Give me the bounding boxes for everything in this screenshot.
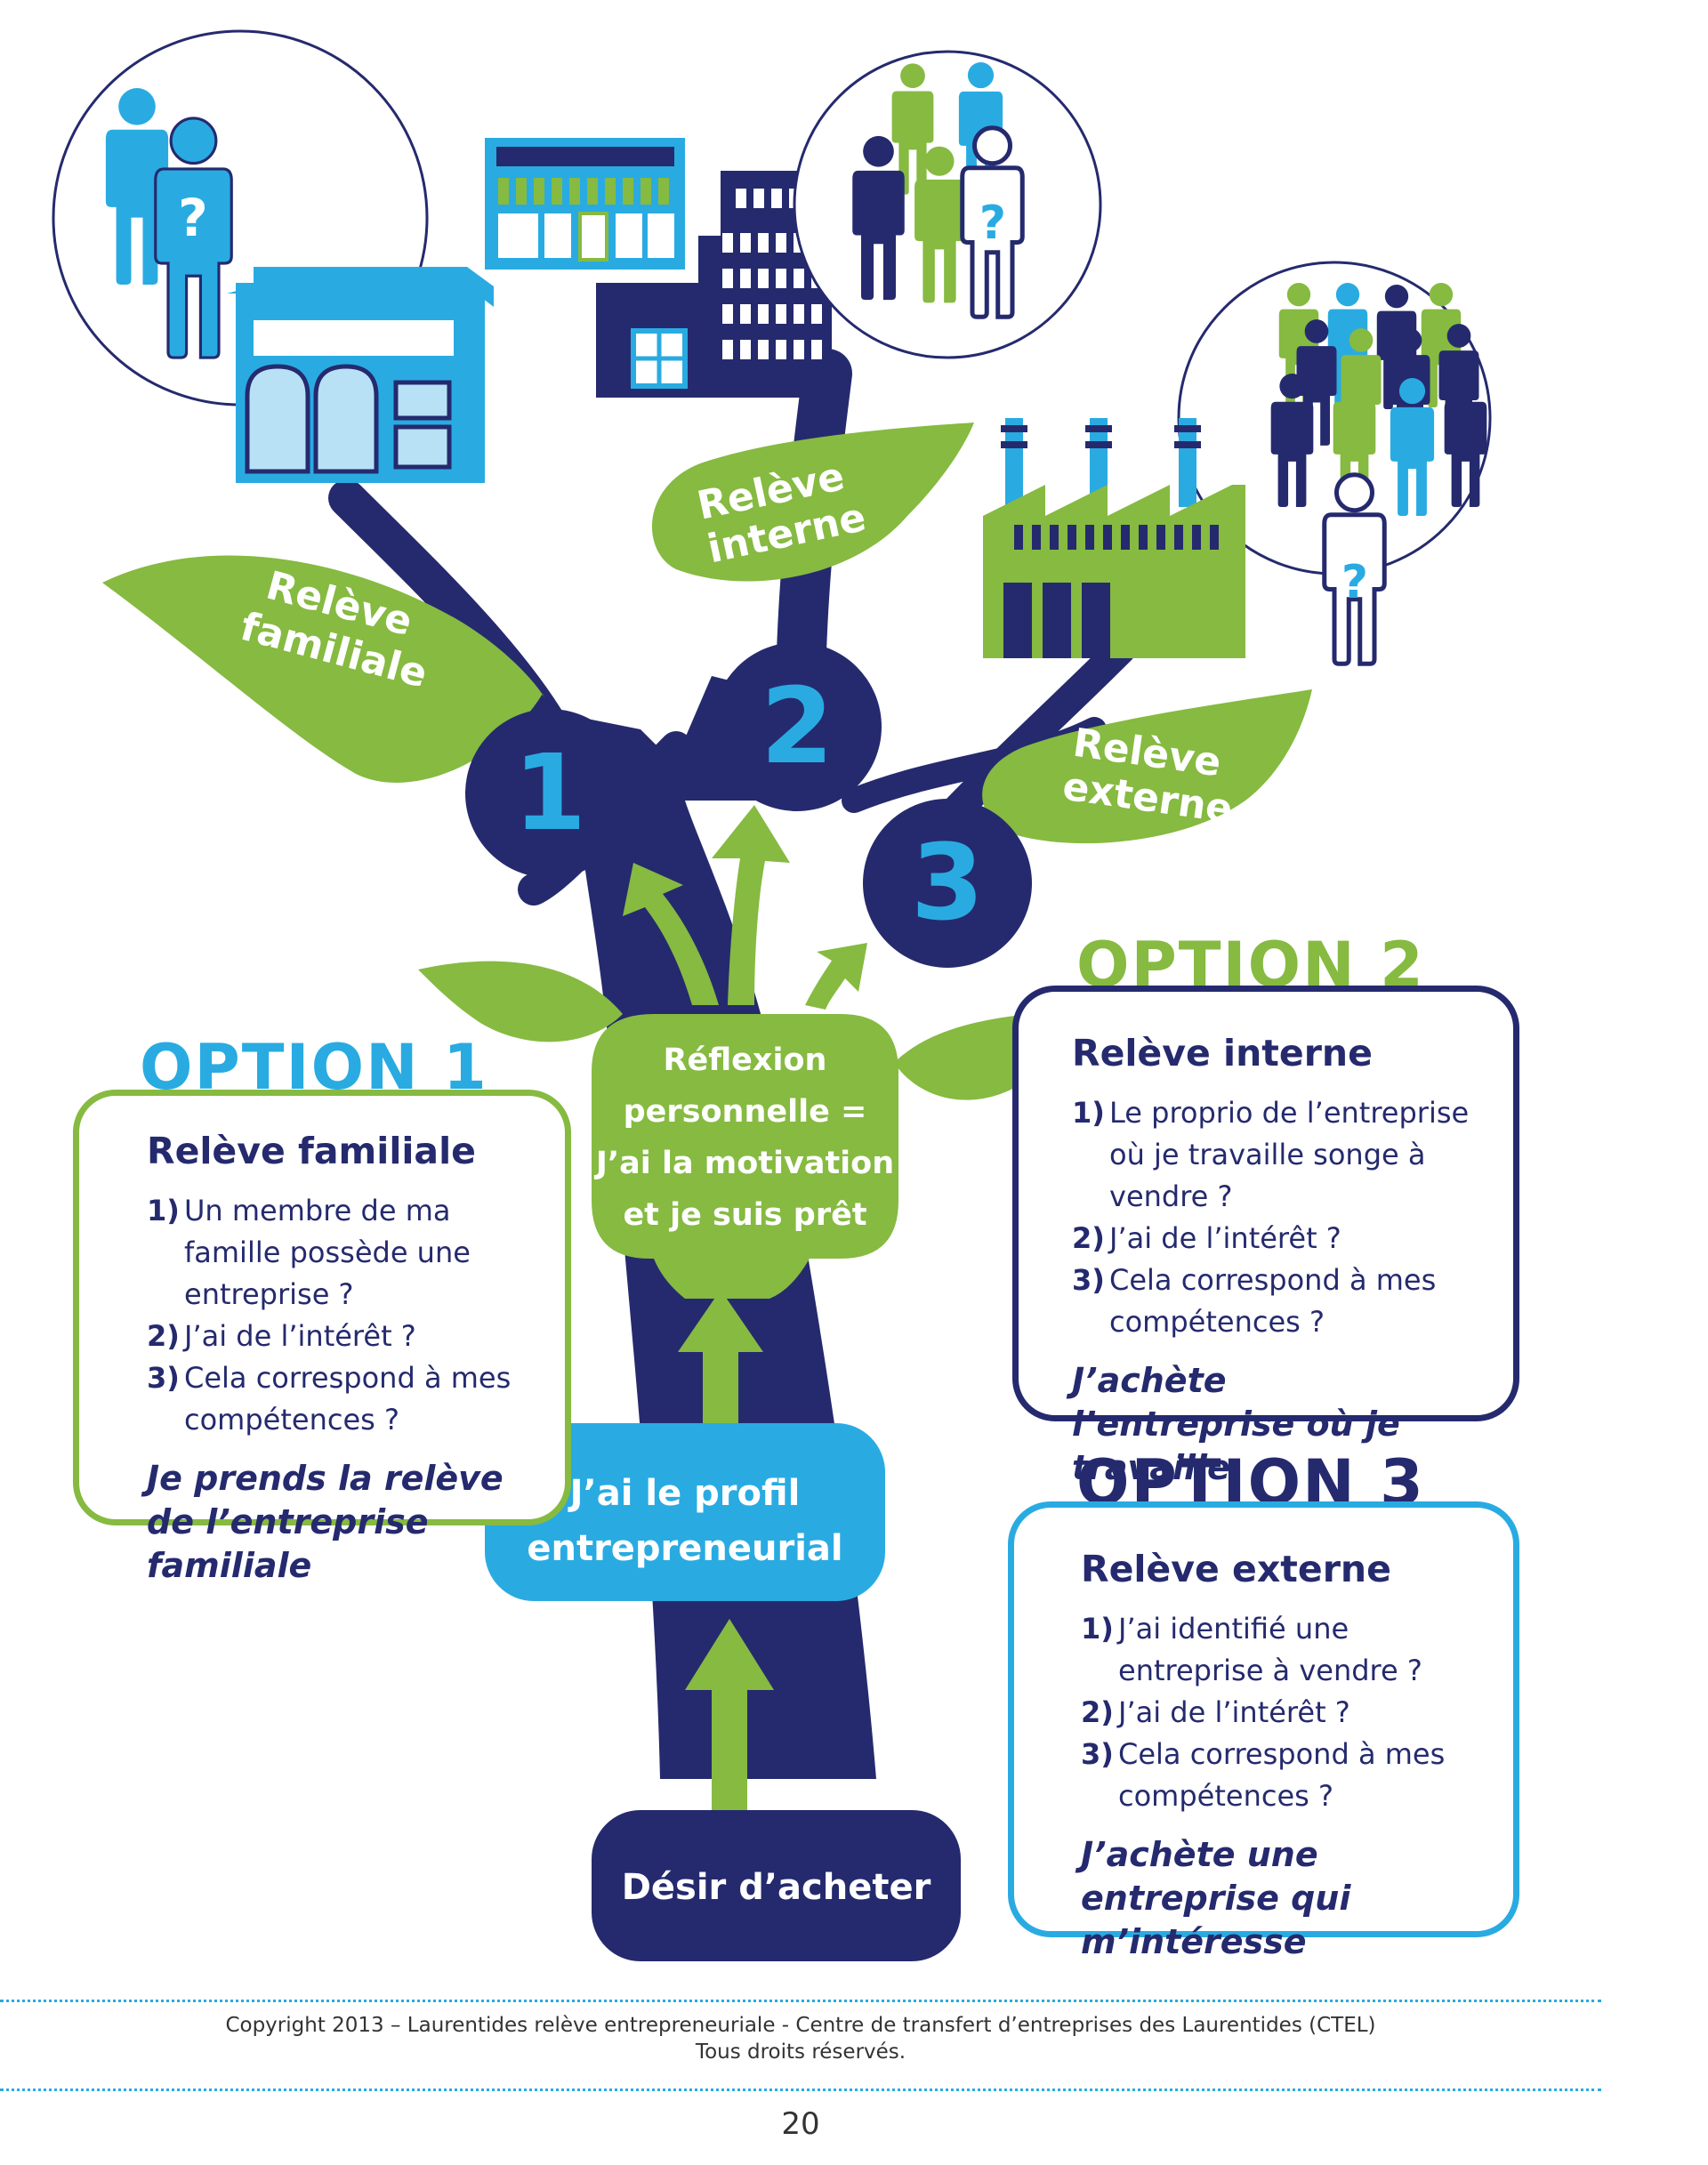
question-mark-icon: ?	[979, 197, 1006, 250]
option-2-box: Relève interne 1)Le proprio de l’entrepr…	[1012, 986, 1519, 1487]
option-1-item-1-num: 1)	[147, 1194, 180, 1227]
footer-copyright: Copyright 2013 – Laurentides relève entr…	[225, 2014, 1376, 2037]
reflexion-text: Réflexion personnelle = J’ai la motivati…	[592, 1034, 898, 1241]
option-2-item-2-text: J’ai de l’intérêt ?	[1109, 1221, 1341, 1255]
option-3-item-3: 3)Cela correspond à mes compétences ?	[1081, 1734, 1463, 1817]
option-1-item-1-text: Un membre de ma famille possède une entr…	[184, 1194, 471, 1311]
profil-text: J’ai le profil entrepreneurial	[485, 1466, 885, 1576]
option-3-item-1-text: J’ai identifié une entreprise à vendre ?	[1118, 1612, 1422, 1687]
option-3-box: Relève externe 1)J’ai identifié une entr…	[1008, 1501, 1519, 1961]
option-2-subtitle: Relève interne	[1072, 1032, 1373, 1074]
number-circle-3: 3	[863, 799, 1032, 968]
option-1-item-3: 3)Cela correspond à mes compétences ?	[147, 1357, 538, 1441]
leaf-interne: Relève interne	[651, 423, 974, 582]
number-circle-2: 2	[713, 642, 882, 811]
footer-rights: Tous droits réservés.	[695, 2040, 906, 2064]
leaf-externe: Relève externe	[982, 689, 1312, 844]
desir-node	[592, 1810, 961, 1961]
option-2-item-2: 2)J’ai de l’intérêt ?	[1072, 1218, 1490, 1260]
reflexion-line-2: personnelle =	[623, 1094, 867, 1130]
option-3-item-3-num: 3)	[1081, 1737, 1114, 1771]
option-3-conclusion: J’achète une entreprise qui m’intéresse	[1081, 1835, 1351, 1961]
option-3-item-2-num: 2)	[1081, 1695, 1114, 1729]
option-1-item-1: 1)Un membre de ma famille possède une en…	[147, 1190, 538, 1316]
option-1-item-3-num: 3)	[147, 1361, 180, 1395]
option-1-item-2: 2)J’ai de l’intérêt ?	[147, 1316, 538, 1357]
option-1-item-3-text: Cela correspond à mes compétences ?	[184, 1361, 512, 1437]
option-2-item-3-text: Cela correspond à mes compétences ?	[1109, 1263, 1437, 1339]
option-1-title: OPTION 1	[140, 1031, 488, 1104]
option-1-conclusion: Je prends la relève de l’entreprise fami…	[147, 1459, 504, 1585]
option-3-item-1: 1)J’ai identifié une entreprise à vendre…	[1081, 1608, 1463, 1692]
question-mark-icon: ?	[178, 188, 208, 248]
profil-node	[485, 1423, 885, 1601]
store-building	[485, 138, 685, 270]
option-2-item-1-text: Le proprio de l’entreprise où je travail…	[1109, 1096, 1470, 1213]
question-mark-icon: ?	[1341, 556, 1368, 609]
option-2-item-1: 1)Le proprio de l’entreprise où je trava…	[1072, 1092, 1490, 1218]
desir-text: Désir d’acheter	[621, 1867, 931, 1908]
option-2-item-2-num: 2)	[1072, 1221, 1105, 1255]
option-2-conclusion: J’achète l’entreprise où je travaille	[1072, 1361, 1400, 1487]
number-circle-1: 1	[465, 709, 634, 878]
option-3-item-2: 2)J’ai de l’intérêt ?	[1081, 1692, 1463, 1734]
option-2-item-3: 3)Cela correspond à mes compétences ?	[1072, 1260, 1490, 1343]
leaf-left-small	[418, 961, 623, 1042]
option-2-item-1-num: 1)	[1072, 1096, 1105, 1130]
growth-arrows	[623, 805, 867, 1837]
option-1-item-2-num: 2)	[147, 1319, 180, 1353]
page-number: 20	[781, 2106, 820, 2142]
profil-line-1: J’ai le profil	[569, 1473, 801, 1514]
option-3-item-1-num: 1)	[1081, 1612, 1114, 1646]
option-1-item-2-text: J’ai de l’intérêt ?	[184, 1319, 416, 1353]
number-3: 3	[911, 821, 984, 944]
footer-divider-bottom	[0, 2089, 1601, 2091]
option-1-subtitle: Relève familiale	[147, 1130, 476, 1172]
option-3-item-3-text: Cela correspond à mes compétences ?	[1118, 1737, 1446, 1813]
footer-divider-top	[0, 2000, 1601, 2002]
option-1-box: Relève familiale 1)Un membre de ma famil…	[73, 1090, 571, 1585]
family-shop-building	[227, 267, 494, 483]
option-3-item-2-text: J’ai de l’intérêt ?	[1118, 1695, 1350, 1729]
profil-line-2: entrepreneurial	[527, 1528, 843, 1569]
reflexion-line-4: et je suis prêt	[623, 1197, 867, 1233]
option-3-subtitle: Relève externe	[1081, 1548, 1391, 1590]
reflexion-node	[592, 1014, 898, 1299]
reflexion-line-3: J’ai la motivation	[595, 1146, 895, 1181]
reflexion-line-1: Réflexion	[663, 1042, 827, 1078]
option-2-item-3-num: 3)	[1072, 1263, 1105, 1297]
factory-building	[983, 418, 1245, 658]
number-2: 2	[761, 664, 834, 787]
number-1: 1	[513, 731, 586, 854]
coworkers-people-circle: ?	[793, 50, 1102, 359]
